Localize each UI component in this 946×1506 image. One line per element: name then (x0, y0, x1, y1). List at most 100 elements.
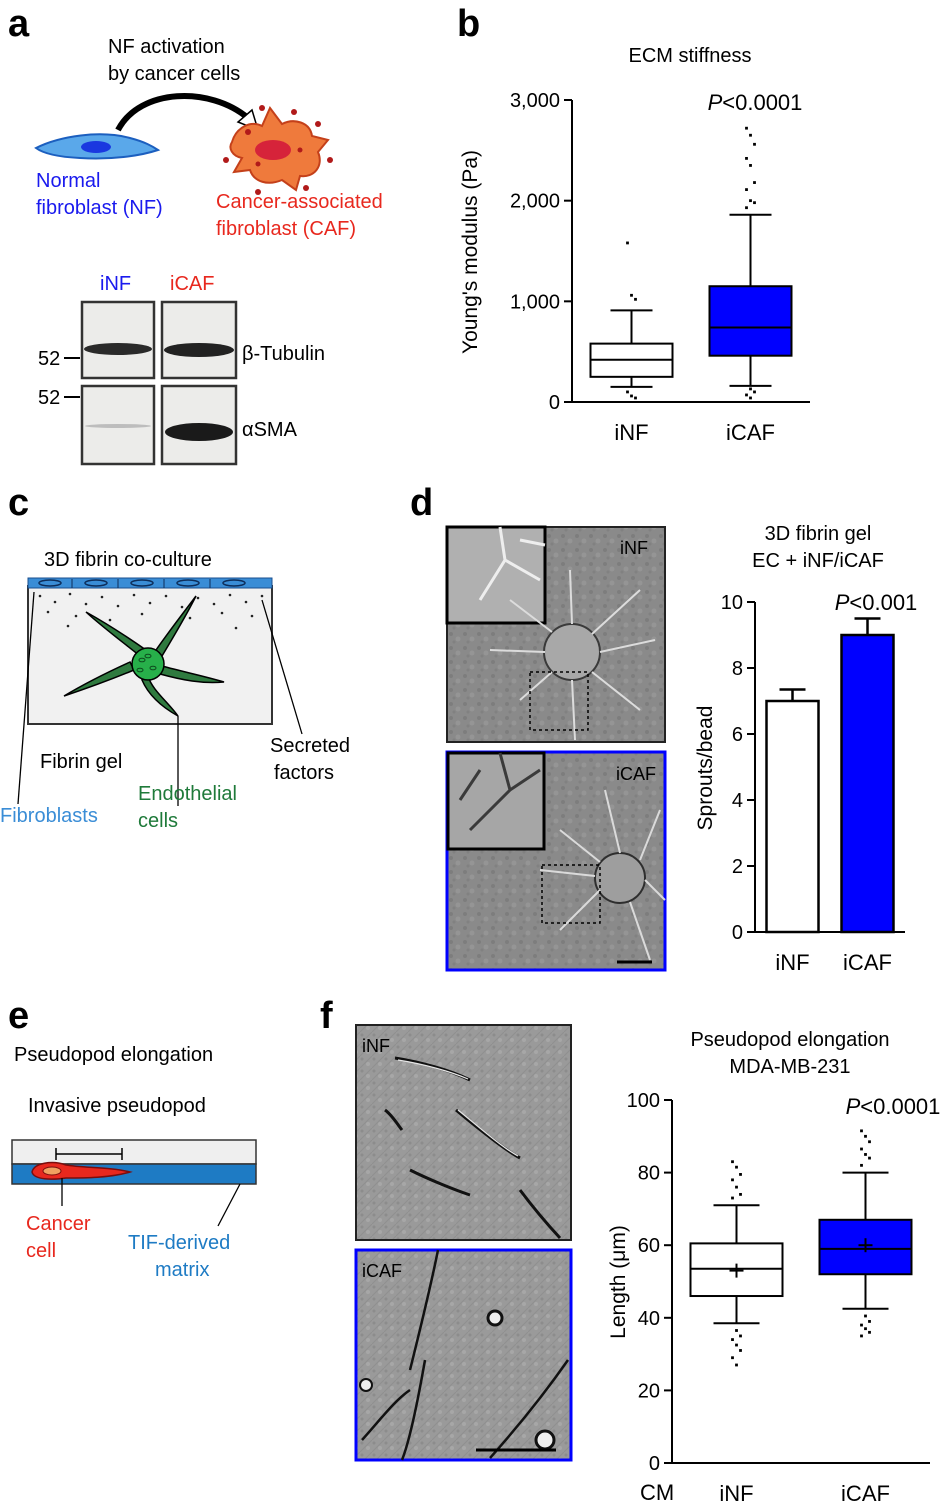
chart-f-icaf-outlier (864, 1153, 867, 1156)
chart-b-inf-outlier (634, 297, 637, 301)
chart-d-icaf-bar (840, 633, 895, 934)
label-endothelial-1: Endothelial (138, 783, 237, 805)
chart-b-icaf-outlier (753, 390, 756, 394)
chart-b-y-tick-label: 3,000 (510, 90, 560, 112)
chart-f-icaf-outlier (864, 1134, 867, 1138)
marker-52-bottom: 52 (38, 387, 60, 409)
panel-d-images: iNF iCAF (445, 525, 667, 972)
chart-f-icaf-category-label: iCAF (841, 1481, 890, 1506)
panel-letter-f: f (320, 995, 333, 1037)
chart-b-inf-outlier (630, 293, 633, 297)
blot-col-icaf: iCAF (170, 273, 214, 295)
chart-b-icaf-outlier (745, 393, 748, 397)
panel-letter-c: c (8, 482, 29, 524)
chart-b-icaf-box (708, 285, 793, 357)
chart-f-inf-outlier (731, 1356, 734, 1360)
chart-b-icaf-outlier (749, 396, 752, 400)
chart-f-y-tick-label: 100 (627, 1090, 660, 1112)
chart-f-inf-outlier (731, 1196, 734, 1200)
label-cancer-2: cell (26, 1240, 56, 1262)
chart-b-inf-outlier (630, 394, 633, 398)
chart-f-inf-outlier (731, 1338, 734, 1341)
chart-f-title-2: MDA-MB-231 (729, 1056, 850, 1078)
label-tif-2: matrix (155, 1259, 209, 1281)
chart-f-y-tick-label: 60 (638, 1235, 660, 1257)
chart-f-ylabel: Length (μm) (607, 1225, 630, 1339)
chart-d-y-tick-label: 2 (732, 856, 743, 878)
chart-f-inf-category-label: iNF (719, 1481, 753, 1506)
chart-f-icaf-outlier (860, 1334, 863, 1338)
label-fibroblasts: Fibroblasts (0, 805, 98, 827)
chart-b-annotation: P<0.0001 (708, 90, 803, 115)
f-img-label-inf: iNF (362, 1036, 390, 1056)
chart-f-inf-outlier (739, 1349, 742, 1352)
chart-f-icaf-outlier (868, 1156, 871, 1160)
chart-d-y-tick-label: 0 (732, 922, 743, 944)
d-img-label-inf: iNF (620, 538, 648, 558)
band-label-tubulin: β-Tubulin (242, 343, 325, 365)
micrograph-f-icaf (354, 1248, 573, 1462)
panel-e: Pseudopod elongation Invasive pseudopod … (11, 1044, 257, 1281)
chart-f-inf-outlier (735, 1363, 738, 1367)
nf-label-line-2: fibroblast (NF) (36, 197, 163, 219)
chart-b-y-tick-label: 0 (549, 392, 560, 414)
panel-letter-e: e (8, 995, 29, 1037)
micrograph-d-icaf-inset (446, 751, 546, 851)
band-tubulin-inf (84, 343, 152, 355)
panel-f-images: iNF iCAF (354, 1024, 573, 1462)
chart-b-icaf-outlier (753, 142, 756, 146)
chart-f-y-tick-label: 20 (638, 1380, 660, 1402)
panel-c-title: 3D fibrin co-culture (44, 549, 212, 571)
panel-c: 3D fibrin co-culture (0, 549, 350, 832)
endothelial-bead-icon (131, 647, 165, 681)
panel-letter-a: a (8, 3, 30, 45)
chart-f-inf-outlier (731, 1178, 734, 1182)
caf-label-line-1: Cancer-associated (216, 191, 383, 213)
chart-b-icaf-outlier (745, 206, 748, 210)
chart-f-y-tick-label: 0 (649, 1453, 660, 1475)
nf-nucleus-icon (81, 141, 111, 153)
chart-d-y-tick-label: 8 (732, 658, 743, 680)
fibroblast-layer (27, 577, 273, 589)
chart-b-icaf-outlier (749, 199, 752, 203)
activation-arrow (115, 93, 250, 132)
chart-d-y-tick-label: 6 (732, 724, 743, 746)
chart-b-ylabel: Young's modulus (Pa) (459, 150, 482, 354)
chart-f-inf-outlier (735, 1185, 738, 1189)
chart-f-inf-outlier (735, 1343, 738, 1347)
chart-f-inf-outlier (735, 1329, 738, 1332)
blot-col-inf: iNF (100, 273, 131, 295)
chart-f-icaf-outlier (868, 1320, 871, 1323)
chart-d-title-2: EC + iNF/iCAF (752, 550, 884, 572)
chart-b-inf-outlier (626, 390, 629, 394)
arrow-label-line-2: by cancer cells (108, 63, 240, 85)
chart-f-inf-outlier (739, 1192, 742, 1196)
chart-b-icaf-outlier (745, 156, 748, 160)
chart-b-icaf-outlier (753, 181, 756, 184)
chart-f-inf-outlier (731, 1160, 734, 1164)
secreted-factor-dots (38, 592, 264, 630)
band-tubulin-icaf (164, 343, 234, 357)
label-secreted-2: factors (274, 762, 334, 784)
chart-f-y-tick-label: 40 (638, 1308, 660, 1330)
d-img-label-icaf: iCAF (616, 764, 656, 784)
chart-f-icaf-outlier (868, 1330, 871, 1334)
chart-b-icaf-category-label: iCAF (726, 420, 775, 445)
chart-b-icaf-outlier (749, 387, 752, 391)
label-secreted-1: Secreted (270, 735, 350, 757)
d-icaf-zoom-box (541, 864, 601, 924)
chart-b-icaf-outlier (749, 133, 752, 137)
d-inf-zoom-box (529, 671, 589, 731)
panel-a: NF activation by cancer cells Normal fib… (34, 36, 383, 466)
chart-f-icaf-outlier (860, 1129, 863, 1133)
chart-b-inf-category-label: iNF (614, 420, 648, 445)
label-invasive-pseudopod: Invasive pseudopod (28, 1095, 206, 1117)
chart-b-y-tick-label: 1,000 (510, 291, 560, 313)
endothelial-sprout-icon (63, 595, 225, 717)
panel-letter-d: d (410, 482, 433, 524)
chart-d-icaf-category-label: iCAF (843, 950, 892, 975)
chart-f-icaf-outlier (864, 1327, 867, 1331)
chart-d-ylabel: Sprouts/bead (694, 706, 717, 831)
